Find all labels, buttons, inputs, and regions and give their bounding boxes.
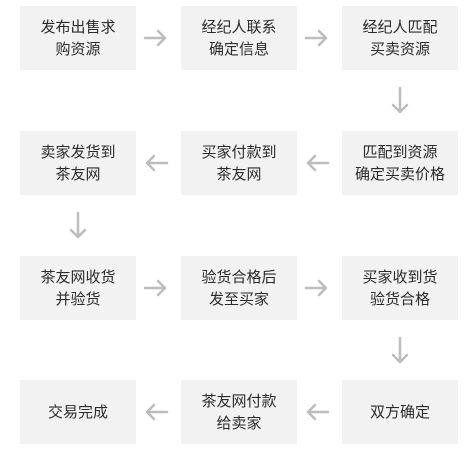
flow-step-buyer-receives: 买家收到货验货合格: [342, 256, 458, 320]
arrow-left-icon: [145, 403, 169, 421]
flow-step-line: 买家付款到: [201, 143, 277, 161]
flow-step-line: 确定买卖价格: [354, 165, 445, 183]
flow-step-match-price: 匹配到资源确定买卖价格: [342, 131, 458, 195]
flow-step-complete: 交易完成: [20, 380, 136, 444]
flow-step-line: 经纪人匹配: [362, 18, 438, 36]
flow-step-line: 买家收到货: [362, 268, 438, 286]
flow-step-line: 双方确定: [369, 403, 430, 421]
flow-step-line: 卖家发货到: [40, 143, 116, 161]
flow-step-line: 交易完成: [47, 403, 108, 421]
flow-step-seller-ships: 卖家发货到茶友网: [20, 131, 136, 195]
flow-step-broker-match: 经纪人匹配买卖资源: [342, 6, 458, 70]
flow-step-line: 验货合格后: [201, 268, 277, 286]
flow-step-line: 购资源: [55, 40, 101, 58]
flow-step-line: 买卖资源: [369, 40, 430, 58]
flow-step-line: 茶友网付款: [201, 392, 277, 410]
flow-step-line: 茶友网: [216, 165, 262, 183]
flow-step-publish-request: 发布出售求购资源: [20, 6, 136, 70]
arrow-left-icon: [306, 403, 330, 421]
flow-step-line: 发布出售求: [40, 18, 116, 36]
arrow-down-icon: [69, 211, 87, 239]
arrow-left-icon: [145, 154, 169, 172]
flow-step-line: 匹配到资源: [362, 143, 438, 161]
flow-step-broker-contact: 经纪人联系确定信息: [181, 6, 297, 70]
flow-step-line: 验货合格: [369, 290, 430, 308]
flow-step-line: 茶友网收货: [40, 268, 116, 286]
flow-step-buyer-pays: 买家付款到茶友网: [181, 131, 297, 195]
arrow-left-icon: [306, 154, 330, 172]
flow-step-line: 发至买家: [208, 290, 269, 308]
flow-step-line: 并验货: [55, 290, 101, 308]
flow-step-line: 茶友网: [55, 165, 101, 183]
flow-step-ship-to-buyer: 验货合格后发至买家: [181, 256, 297, 320]
flow-step-pay-seller: 茶友网付款给卖家: [181, 380, 297, 444]
arrow-right-icon: [143, 279, 167, 297]
arrow-right-icon: [143, 29, 167, 47]
flow-step-receive-inspect: 茶友网收货并验货: [20, 256, 136, 320]
arrow-right-icon: [304, 29, 328, 47]
arrow-right-icon: [304, 279, 328, 297]
flow-step-line: 给卖家: [216, 414, 262, 432]
flow-step-line: 经纪人联系: [201, 18, 277, 36]
arrow-down-icon: [391, 336, 409, 364]
flow-step-both-confirm: 双方确定: [342, 380, 458, 444]
flow-step-line: 确定信息: [208, 40, 269, 58]
arrow-down-icon: [391, 86, 409, 114]
